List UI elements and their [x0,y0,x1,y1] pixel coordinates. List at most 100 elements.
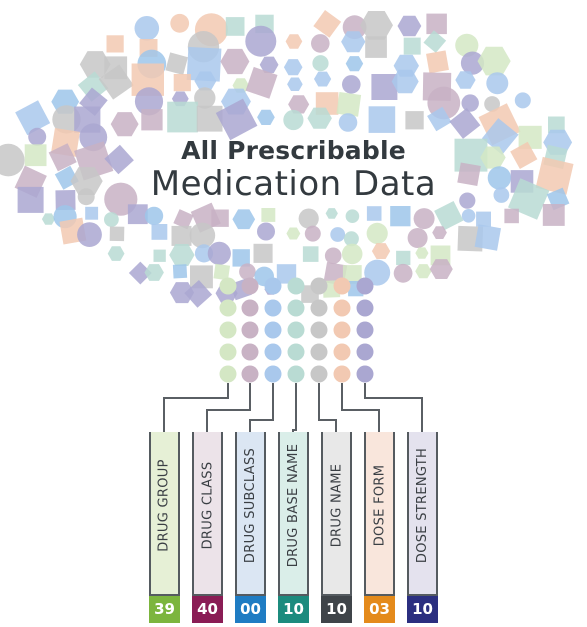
decor-shape-87 [0,143,25,177]
decor-shape-116 [144,206,164,226]
decor-shape-167 [213,263,231,281]
decor-shape-71 [257,109,275,125]
decor-shape-25 [186,46,222,82]
decor-shape-14 [285,34,303,49]
decor-shape-34 [477,46,511,76]
decor-shape-5 [313,10,342,38]
decor-shape-102 [535,156,574,195]
funnel-dot-23 [264,343,282,361]
decor-shape-7 [360,11,393,40]
shape-cloud [0,10,574,308]
decor-shape-54 [194,87,216,109]
decor-shape-66 [110,112,139,137]
decor-shape-125 [366,206,382,221]
decor-shape-166 [190,265,213,289]
funnel-dot-26 [333,343,351,361]
badge-dose-strength: 10 [407,596,438,623]
decor-shape-26 [220,48,250,75]
decor-shape-148 [474,224,502,251]
funnel-dot-2 [264,277,282,295]
funnel-dot-31 [287,365,305,383]
decor-shape-29 [312,55,329,72]
decor-shape-58 [336,91,362,117]
decor-shape-150 [153,249,166,262]
decor-shape-104 [55,190,76,211]
decor-shape-108 [493,187,510,203]
decor-shape-105 [77,188,95,206]
funnel-dot-15 [241,321,259,339]
decor-shape-99 [457,162,481,187]
connector-line-2 [249,383,274,432]
decor-shape-168 [239,263,256,281]
funnel-dot-13 [356,299,374,317]
decor-shape-42 [287,77,303,91]
funnel-dot-12 [333,299,351,317]
connector-lines [163,383,423,432]
decor-shape-74 [338,113,358,132]
decor-shape-164 [144,264,164,281]
decor-shape-100 [487,166,512,190]
tube-label-drug-subclass: DRUG SUBCLASS [243,447,259,563]
decor-shape-44 [342,75,361,94]
tube-drug-class: DRUG CLASS [192,432,223,596]
decor-shape-69 [196,105,223,132]
funnel-dot-1 [241,277,259,295]
decor-shape-43 [314,71,332,87]
decor-shape-161 [415,247,429,259]
funnel-dot-11 [310,299,328,317]
decor-shape-33 [460,51,485,75]
decor-shape-93 [480,146,506,169]
decor-shape-154 [232,249,250,267]
decor-shape-17 [365,36,387,58]
decor-shape-10 [106,35,124,53]
decor-shape-121 [261,208,276,222]
decor-shape-32 [426,50,449,74]
funnel-dot-27 [356,343,374,361]
funnel-dot-17 [287,321,305,339]
decor-shape-9 [426,13,447,35]
decor-shape-28 [283,59,303,76]
decor-shape-38 [173,74,191,92]
funnel-dot-19 [333,321,351,339]
decor-shape-41 [245,66,278,99]
decor-shape-120 [232,209,256,230]
decor-shape-115 [127,204,148,225]
badge-drug-subclass: 00 [235,596,266,623]
decor-shape-13 [245,25,277,57]
tube-dose-strength: DOSE STRENGTH [407,432,438,596]
decor-shape-62 [514,92,531,109]
decor-shape-176 [429,259,453,279]
decor-shape-75 [368,106,396,133]
decor-shape-81 [28,127,47,146]
decor-shape-123 [325,208,338,219]
decor-shape-16 [341,31,366,53]
decor-shape-88 [24,144,47,167]
decor-shape-3 [225,17,245,36]
tube-drug-base-name: DRUG BASE NAME [278,432,309,596]
badge-drug-base-name: 10 [278,596,309,623]
decor-shape-21 [79,51,111,78]
funnel-dot-32 [310,365,328,383]
decor-shape-149 [107,246,125,261]
tube-label-dose-strength: DOSE STRENGTH [415,447,431,563]
funnel-dot-16 [264,321,282,339]
decor-shape-131 [504,208,519,224]
decor-shape-152 [194,244,214,263]
decor-shape-98 [70,167,103,195]
decor-shape-0 [134,15,160,41]
decor-shape-146 [432,226,447,239]
decor-shape-145 [407,228,428,248]
tube-label-drug-class: DRUG CLASS [200,461,215,549]
badge-drug-group: 39 [149,596,180,623]
decor-shape-156 [302,246,319,262]
decor-shape-1 [170,13,190,33]
funnel-dot-34 [356,365,374,383]
funnel-dot-6 [356,277,374,295]
tube-label-drug-name: DRUG NAME [329,463,345,547]
decor-shape-76 [405,111,424,130]
decor-shape-139 [257,222,275,241]
dot-funnel [219,277,374,383]
decor-shape-127 [413,208,435,230]
